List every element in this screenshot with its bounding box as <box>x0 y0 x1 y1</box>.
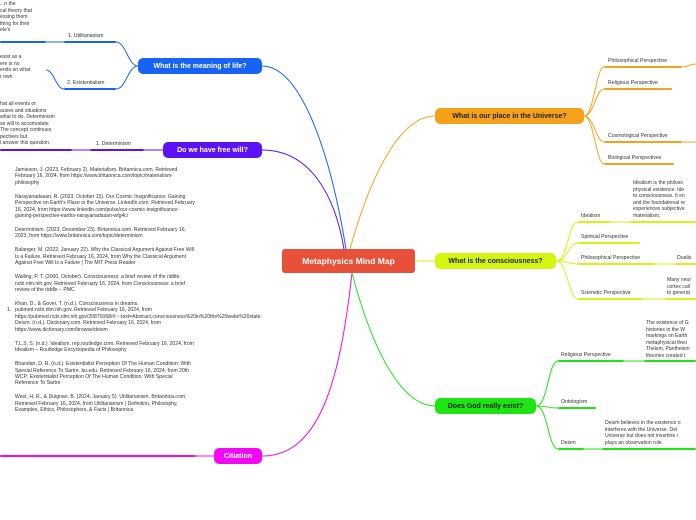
subtopic-determinism[interactable]: 1. Determinism <box>96 141 131 147</box>
subtopic-religious-perspective[interactable]: Religious Perspective <box>608 80 658 86</box>
description-underline <box>644 360 696 362</box>
connector-root-citation <box>261 272 353 457</box>
subtopic-underline <box>604 163 674 165</box>
subtopic-scienetic-perspective[interactable]: Scienetic Perspective <box>581 290 631 296</box>
subtopic-underline <box>578 298 642 300</box>
connector-god-deism <box>535 405 559 450</box>
topic-free-will[interactable]: Do we have free will? <box>163 142 262 158</box>
subtopic-underline <box>64 41 116 43</box>
topic-god-exist[interactable]: Does God really exist? <box>435 398 536 414</box>
subtopic-ontologism[interactable]: Ontologism <box>561 399 588 405</box>
connector-philosophical-right <box>681 63 696 68</box>
subtopic-underline <box>675 263 696 265</box>
subtopic-philosophical-perspective[interactable]: Philosophical Perspective <box>581 255 641 261</box>
description-underline <box>602 448 696 450</box>
topic-citation[interactable]: Citiation <box>214 448 262 464</box>
description-underline <box>0 41 46 43</box>
religious-god-description: The existence of G histories in the W ma… <box>646 320 690 359</box>
citation-entry: Bhandari, D. R. (n.d.). Existentialist P… <box>15 361 191 387</box>
subtopic-idealism[interactable]: Idealism <box>581 213 601 219</box>
connector-place-biological <box>583 115 605 165</box>
connector-place-philosophical <box>583 66 605 117</box>
connector-meaning-existentialism <box>115 65 139 90</box>
idealism-description: Idealism is the philoso physical existen… <box>633 180 686 219</box>
root-topic[interactable]: Metaphysics Mind Map <box>282 249 415 273</box>
topic-consciousness[interactable]: What is the consciousness? <box>435 253 556 269</box>
subtopic-existentialism[interactable]: 2. Existentialism <box>67 80 105 86</box>
subtopic-underline <box>604 66 682 68</box>
citation-entry: Jamieson, J. (2023, February 2). Materia… <box>15 167 178 186</box>
connector-root-god <box>351 272 436 407</box>
subtopic-biological-perspectives[interactable]: Biological Perspectives <box>608 155 662 161</box>
connector-god-religious <box>535 360 559 407</box>
subtopic-underline <box>604 88 672 90</box>
subtopic-underline <box>558 407 596 409</box>
citation-list: Jamieson, J. (2023, February 2). Materia… <box>15 167 262 421</box>
subtopic-spiritual-perspective[interactable]: Spiritual Perspective <box>581 234 629 240</box>
connector-god-ontologism <box>535 405 559 409</box>
citation-entry: Walling, P. T. (2000, October). Consciou… <box>15 274 186 294</box>
citation-entry: Balanger, M. (2022, January 22). Why the… <box>15 247 194 267</box>
description-underline <box>665 298 696 300</box>
topic-place-in-universe[interactable]: What is our place in the Universe? <box>435 108 584 124</box>
connector-consc-spiritual <box>555 242 579 262</box>
determinism-description: hat all events or auses and situations w… <box>0 101 55 146</box>
existentialism-description: exist as a ere is no ends on what r own <box>0 54 31 80</box>
connector-root-place <box>349 115 436 250</box>
topic-meaning-of-life[interactable]: What is the meaning of life? <box>138 58 262 74</box>
connector-meaning-utilitarianism <box>115 41 139 67</box>
subtopic-deism[interactable]: Deism <box>561 440 576 446</box>
subtopic-underline <box>604 141 682 143</box>
citation-underline <box>0 455 196 457</box>
scienetic-description: Many neur cortex call to generat <box>667 277 692 296</box>
subtopic-underline <box>558 360 624 362</box>
citation-entry: Determinism. (2023, December 23). Britan… <box>15 227 186 240</box>
description-underline <box>630 221 696 223</box>
description-underline <box>0 149 72 151</box>
connector-consc-scienetic <box>555 260 579 300</box>
subtopic-cosmological-perspective[interactable]: Cosmological Perspective <box>608 133 668 139</box>
utilitarianism-description: ...n the cal theory that essing them thi… <box>0 1 32 33</box>
citation-marker: 1. <box>7 307 12 313</box>
subtopic-religious-perspective[interactable]: Religious Perspective <box>561 352 611 358</box>
subtopic-utilitarianism[interactable]: 1. Utilitarianism <box>68 33 104 39</box>
subtopic-dualism[interactable]: Dualis <box>677 255 692 261</box>
subtopic-underline <box>578 242 640 244</box>
connector-root-freewill <box>261 149 345 250</box>
citation-entry: Khan, D., & Gover, T. (n.d.). Consciousn… <box>15 301 262 333</box>
subtopic-underline <box>578 221 610 223</box>
connector-root-meaning <box>261 65 347 250</box>
subtopic-philosophical-perspective[interactable]: Philosophical Perspective <box>608 58 668 64</box>
subtopic-underline <box>578 263 655 265</box>
connector-place-religious <box>583 88 605 117</box>
connector-consc-idealism <box>555 221 579 262</box>
citation-entry: West, H. R., & Duignan, B. (2024, Januar… <box>15 394 187 414</box>
subtopic-underline <box>64 88 116 90</box>
citation-entry: Narayanadasan, R. (2023, October 15). Ou… <box>15 193 195 220</box>
connector-existentialism-text <box>45 69 65 90</box>
citation-entry: T.L.S, S. (n.d.). Idealism. rep.routledg… <box>15 340 194 354</box>
deism-description: Deism believes in the existence o interf… <box>605 420 681 446</box>
subtopic-underline <box>558 448 584 450</box>
connector-consc-philosophical <box>555 260 579 265</box>
subtopic-underline <box>90 149 144 151</box>
